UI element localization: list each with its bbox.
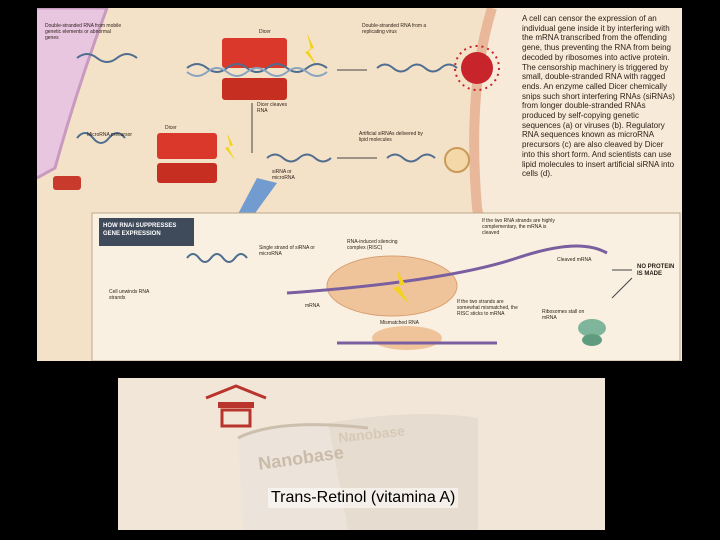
mismatched-label: Mismatched RNA [380, 321, 419, 327]
label-b: Double-stranded RNA from a replicating v… [362, 24, 442, 36]
dicer-cleaves-label: Dicer cleaves RNA [257, 103, 295, 115]
mismatched-risc-blob [372, 326, 442, 350]
product-photo: Nanobase Nanobase Trans-Retinol (vitamin… [118, 378, 605, 530]
somewhat-mismatched-label: If the two strands are somewhat mismatch… [457, 300, 519, 317]
label-a: Double-stranded RNA from mobile genetic … [45, 24, 125, 41]
single-strand-label: Single strand of siRNA or microRNA [259, 246, 319, 258]
cell-unwinds-label: Cell unwinds RNA strands [109, 290, 154, 302]
label-d: Artificial siRNAs delivered by lipid mol… [359, 132, 429, 144]
risc-label: RNA-induced silencing complex (RISC) [347, 240, 417, 252]
complementary-label: If the two RNA strands are highly comple… [482, 219, 562, 236]
cleaved-mrna-label: Cleaved mRNA [557, 258, 591, 264]
inset-title: HOW RNAi SUPPRESSES GENE EXPRESSION [103, 222, 191, 238]
microrna-source-block [53, 176, 81, 190]
dicer-label-top: Dicer [259, 30, 271, 36]
mrna-label: mRNA [305, 304, 320, 310]
lipid-vesicle-icon [445, 148, 469, 172]
ribosomes-stall-label: Ribosomes stall on mRNA [542, 310, 592, 322]
risc-complex-blob [327, 256, 457, 316]
rnai-figure: Double-stranded RNA from mobile genetic … [37, 8, 682, 361]
label-c: MicroRNA precursor [87, 133, 142, 139]
dicer-label-bottom: Dicer [165, 126, 177, 132]
explanatory-paragraph: A cell can censor the expression of an i… [522, 14, 677, 179]
caption: Trans-Retinol (vitamina A) [268, 488, 458, 508]
sirna-label: siRNA or microRNA [272, 170, 312, 182]
no-protein-label: NO PROTEIN IS MADE [637, 264, 677, 278]
